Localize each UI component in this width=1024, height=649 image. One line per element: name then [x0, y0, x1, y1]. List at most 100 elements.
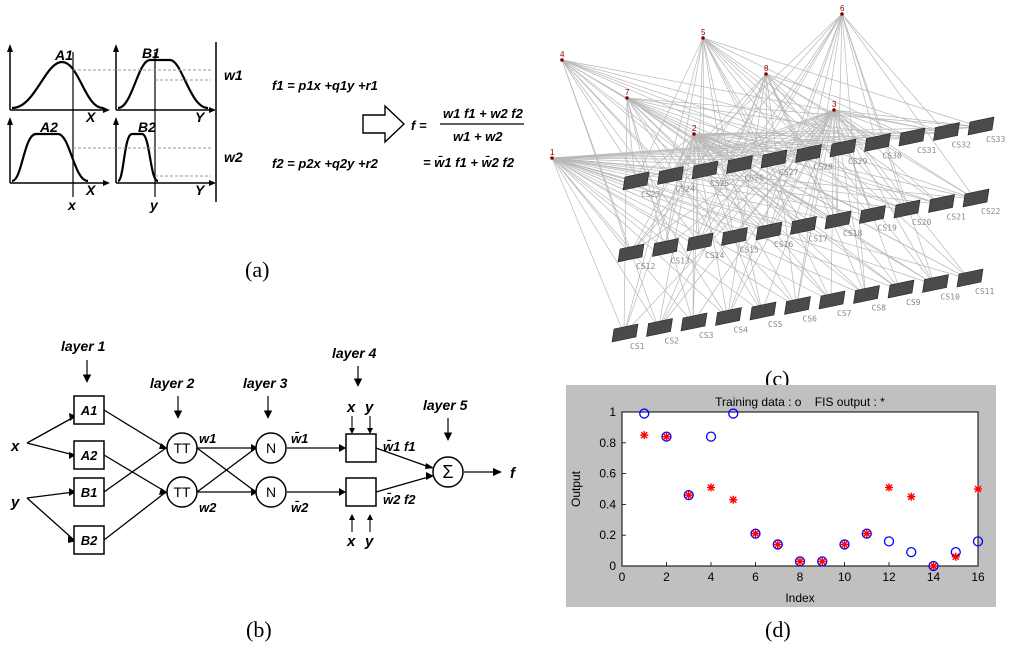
- cs-node-label: CS25: [710, 179, 729, 188]
- x-tick-label: 6: [752, 570, 759, 584]
- net-edge: [626, 97, 763, 313]
- top-node-label: 1: [550, 148, 555, 157]
- cs-node: CS26: [726, 155, 764, 183]
- cs-node: CS23: [622, 171, 660, 199]
- cs-node-label: CS28: [814, 163, 833, 172]
- x-tick-label: 14: [927, 570, 941, 584]
- net-edge: [561, 59, 769, 233]
- cs-node-label: CS11: [975, 287, 994, 296]
- net-edge: [765, 73, 907, 211]
- net-edge: [561, 59, 877, 144]
- net-edge: [841, 13, 866, 296]
- net-edge: [692, 37, 704, 324]
- net-edge: [551, 148, 843, 159]
- net-edge: [841, 13, 907, 211]
- node-layer4-1: [345, 433, 377, 463]
- formula-normalized: = w̄1 f1 + w̄2 f2: [423, 155, 515, 170]
- cs-node: CS15: [721, 227, 759, 255]
- output-f: f: [510, 465, 517, 482]
- training-point: [972, 536, 984, 547]
- label-wbar2: w̄2: [291, 500, 309, 515]
- cs-node-label: CS14: [705, 251, 724, 260]
- net-edge: [841, 13, 976, 200]
- panel-a: A1 B1 A2 B2 X Y X Y x y w1 w2 f1 = p1x +…: [7, 42, 524, 282]
- fis-output-point: [640, 431, 649, 440]
- input-y: y: [10, 494, 20, 511]
- svg-text:N: N: [266, 484, 276, 500]
- weight-label-w2: w2: [224, 149, 243, 165]
- training-point: [817, 556, 828, 567]
- cs-node: CS10: [922, 274, 960, 302]
- cs-node-label: CS2: [665, 337, 680, 346]
- weight-label-w1: w1: [224, 67, 243, 83]
- fis-output-point: [796, 557, 804, 566]
- net-edge: [765, 73, 866, 296]
- net-edge: [669, 73, 767, 177]
- mf-label-a1: A1: [54, 47, 73, 63]
- net-edge: [561, 59, 866, 296]
- cs-node: CS17: [790, 216, 828, 244]
- net-edge: [796, 13, 843, 307]
- net-edge: [693, 133, 866, 296]
- net-edge: [703, 109, 835, 172]
- net-edge: [561, 59, 728, 318]
- net-edge: [693, 133, 976, 200]
- cs-node: CS29: [829, 138, 867, 166]
- layer-5-label: layer 5: [423, 397, 468, 413]
- net-edge: [833, 109, 912, 139]
- cs-node-label: CS21: [947, 213, 966, 222]
- fis-output-point: [840, 540, 849, 549]
- training-point: [683, 490, 694, 501]
- node-sum: [432, 456, 464, 488]
- net-edge: [702, 37, 843, 150]
- net-edge: [626, 97, 843, 150]
- net-edge: [551, 157, 838, 222]
- net-edge: [561, 59, 797, 307]
- net-edge: [727, 13, 843, 318]
- net-edge: [765, 73, 797, 307]
- net-edge: [658, 73, 767, 329]
- net-edge: [561, 59, 700, 244]
- net-edge: [658, 133, 695, 329]
- net-edge: [551, 157, 659, 329]
- node-a1: [73, 395, 105, 425]
- cs-node: CS18: [824, 210, 862, 238]
- axis-label-x2: X: [85, 182, 97, 198]
- fis-output-point: [818, 557, 827, 566]
- net-edge: [626, 97, 694, 324]
- top-node-dot: [560, 58, 564, 62]
- cs-node: CS24: [657, 166, 695, 194]
- net-edge: [693, 133, 808, 155]
- mf-label-b1: B1: [142, 45, 160, 61]
- cs-node-label: CS23: [641, 190, 660, 199]
- mf-b2-curve: [116, 132, 160, 183]
- top-node-dot: [832, 108, 836, 112]
- training-point: [906, 546, 917, 558]
- net-edge: [833, 109, 838, 222]
- training-point: [705, 431, 717, 442]
- net-edge: [561, 59, 670, 177]
- net-edge: [767, 109, 835, 233]
- cs-node-label: CS24: [676, 185, 695, 194]
- net-edge: [727, 109, 835, 318]
- net-edge: [626, 97, 832, 302]
- training-point: [639, 408, 650, 419]
- net-edge: [551, 157, 694, 324]
- net-edge: [658, 13, 843, 329]
- cs-node-label: CS7: [837, 309, 852, 318]
- cs-node: CS11: [956, 268, 994, 296]
- x-tick-label: 2: [663, 570, 670, 584]
- layer-1-label: layer 1: [61, 338, 106, 354]
- cs-node-label: CS22: [981, 207, 1000, 216]
- cs-node-label: CS30: [883, 152, 902, 161]
- top-node-label: 8: [764, 64, 769, 73]
- caption-d: (d): [765, 617, 791, 642]
- net-edge: [551, 157, 625, 335]
- net-edge: [692, 133, 695, 324]
- cs-node: CS25: [691, 160, 729, 188]
- mf-label-b2: B2: [138, 119, 156, 135]
- svg-text:B1: B1: [81, 485, 98, 500]
- panel-b: layer 1 layer 2 layer 3 layer 4 layer 5: [10, 338, 517, 642]
- net-edge: [629, 13, 843, 255]
- cs-node-label: CS6: [803, 315, 818, 324]
